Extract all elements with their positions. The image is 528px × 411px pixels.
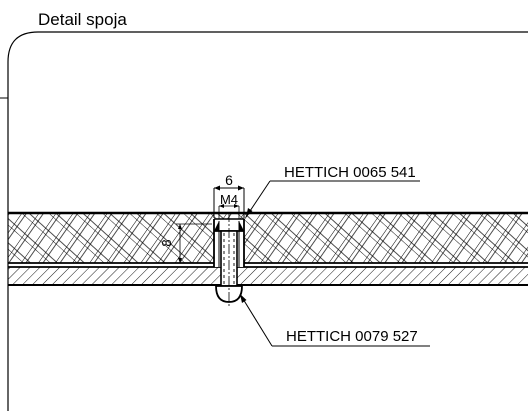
detail-frame	[7, 31, 528, 411]
dimension-width	[213, 185, 245, 218]
callout-label-2: HETTICH 0079 527	[286, 328, 418, 345]
dimension-thread	[218, 204, 240, 219]
dimension-depth-label: 8	[159, 239, 174, 246]
callout-label-1: HETTICH 0065 541	[284, 164, 416, 181]
dimension-thread-label: M4	[220, 192, 238, 207]
detail-title: Detail spoja	[38, 10, 127, 29]
dimension-depth	[176, 223, 212, 264]
panel-layer	[8, 267, 528, 285]
callout-leader-1	[245, 180, 420, 218]
dimension-width-label: 6	[225, 172, 233, 188]
connector-screw	[215, 212, 243, 308]
callout-leader-2	[239, 293, 430, 347]
